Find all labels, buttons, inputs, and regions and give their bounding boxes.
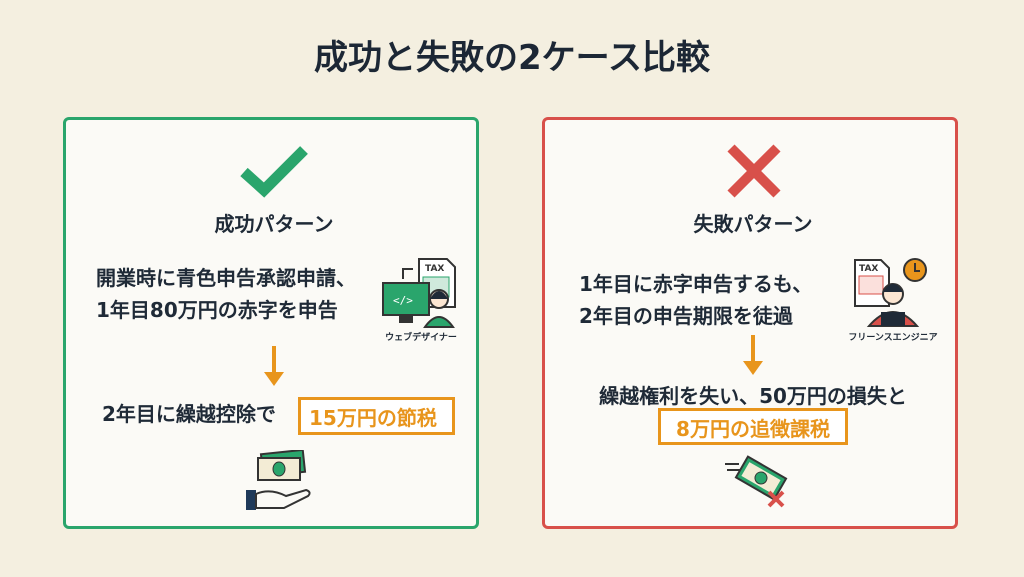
failure-heading: 失敗パターン bbox=[693, 212, 813, 236]
freelance-engineer-label: フリーンスエンジニア bbox=[848, 333, 938, 343]
web-designer-icon: TAX </> bbox=[382, 258, 456, 328]
failure-result-text: 繰越権利を失い、50万円の損失と bbox=[599, 384, 907, 408]
failure-description: 1年目に赤字申告するも、 2年目の申告期限を徒過 bbox=[579, 268, 812, 332]
cross-icon bbox=[727, 144, 781, 198]
tax-doc-text: TAX bbox=[859, 264, 878, 274]
savings-callout: 15万円の節税 bbox=[298, 397, 455, 435]
success-result-text: 2年目に繰越控除で bbox=[102, 402, 276, 426]
money-in-hand-icon bbox=[246, 450, 311, 510]
svg-text:</>: </> bbox=[393, 294, 413, 307]
success-card: 成功パターン 開業時に青色申告承認申請、 1年目80万円の赤字を申告 TAX <… bbox=[63, 117, 479, 529]
freelance-engineer-icon: TAX bbox=[854, 258, 927, 327]
penalty-callout: 8万円の追徴課税 bbox=[658, 408, 848, 445]
money-lost-icon bbox=[725, 455, 788, 508]
web-designer-label: ウェブデザイナー bbox=[385, 333, 457, 343]
failure-line-1: 1年目に赤字申告するも、 bbox=[579, 272, 813, 296]
success-description: 開業時に青色申告承認申請、 1年目80万円の赤字を申告 bbox=[96, 262, 356, 326]
down-arrow-icon bbox=[743, 335, 763, 375]
success-heading: 成功パターン bbox=[214, 212, 334, 236]
failure-card: 失敗パターン 1年目に赤字申告するも、 2年目の申告期限を徒過 TAX フリーン… bbox=[542, 117, 958, 529]
check-icon bbox=[240, 146, 308, 198]
success-line-2: 1年目80万円の赤字を申告 bbox=[96, 298, 338, 322]
down-arrow-icon bbox=[264, 346, 284, 386]
tax-doc-text: TAX bbox=[425, 264, 444, 274]
page-title: 成功と失敗の2ケース比較 bbox=[314, 38, 710, 78]
failure-line-2: 2年目の申告期限を徒過 bbox=[579, 304, 793, 328]
success-line-1: 開業時に青色申告承認申請、 bbox=[96, 266, 356, 290]
